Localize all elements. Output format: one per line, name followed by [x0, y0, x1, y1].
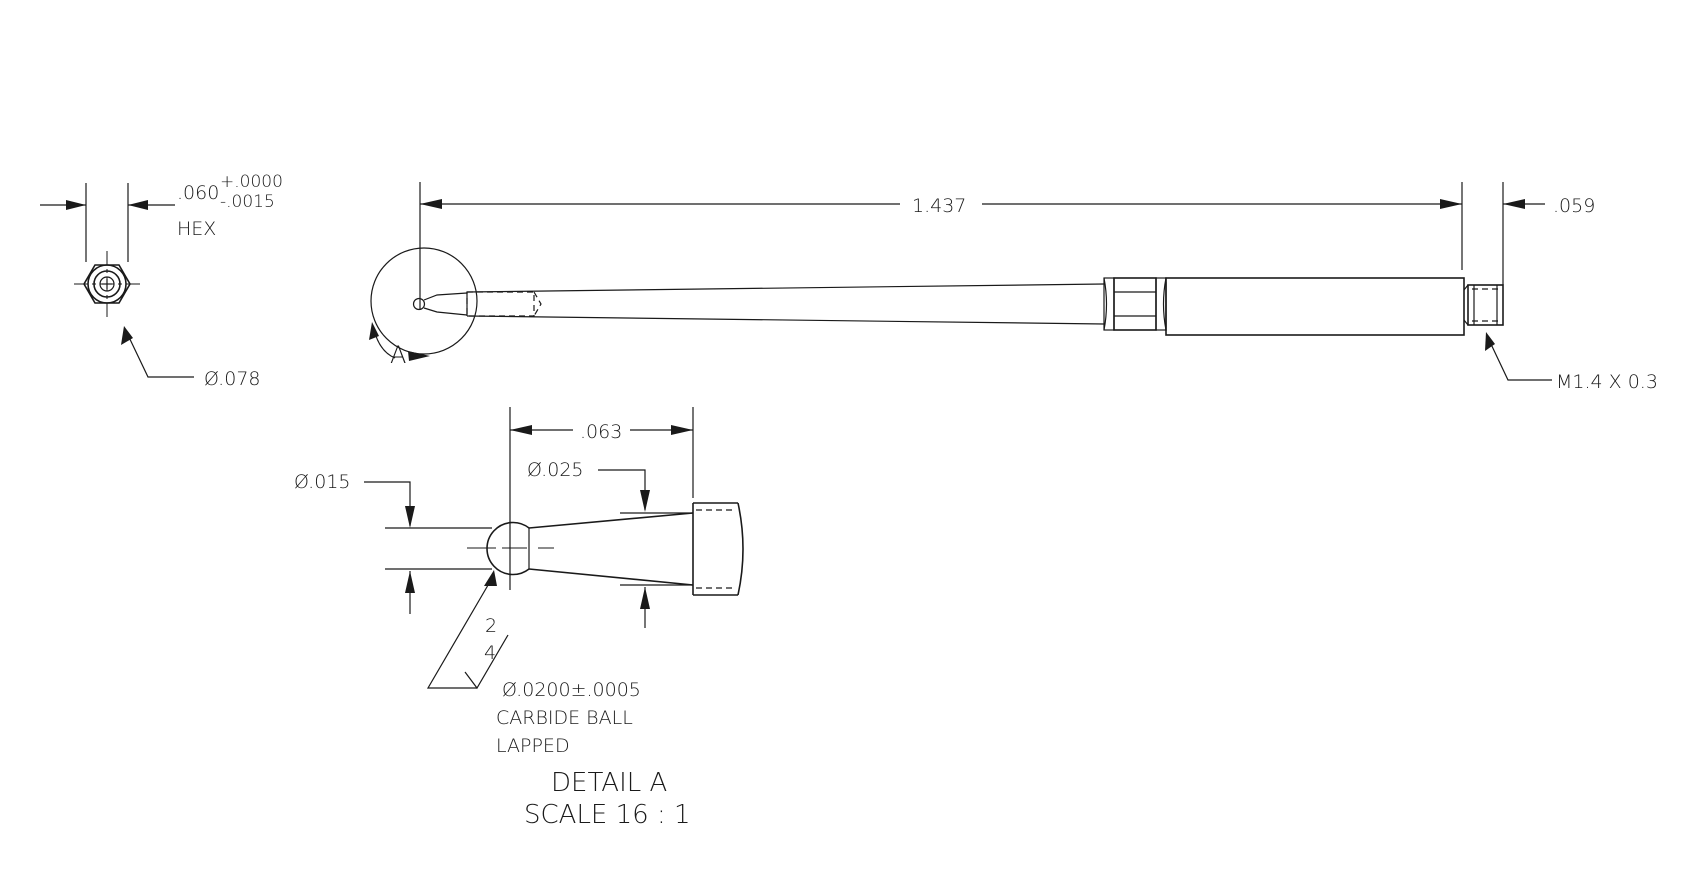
detail-label: A [390, 341, 406, 369]
end-length-dim: .059 [1553, 195, 1595, 217]
ball-finish-note: LAPPED [496, 735, 570, 757]
arrowhead [66, 200, 86, 210]
neck-bottom-edge [528, 568, 694, 586]
threaded-end [1467, 284, 1504, 326]
arrowhead [405, 571, 415, 593]
finish-symbol [464, 634, 509, 690]
arrowhead [510, 425, 532, 435]
side-view: 1.437 .059 A [369, 182, 1658, 393]
diameter-dim: Ø.078 [204, 368, 261, 390]
neck-bottom [423, 307, 468, 316]
end-view: .060 +.0000 -.0015 HEX Ø.078 [40, 172, 283, 390]
stem-dim-leader [364, 481, 411, 526]
ball-tip [412, 297, 426, 311]
detail-circle [370, 247, 478, 355]
ball-spec-leader [426, 579, 492, 689]
arrowhead [128, 200, 148, 210]
shaft-bottom [466, 315, 1105, 325]
arrowhead [484, 570, 497, 586]
arrowhead [1503, 199, 1525, 209]
finish-value-top: 2 [485, 615, 497, 637]
hex-width-tol-plus: +.0000 [220, 172, 283, 192]
hex-curve [1103, 277, 1108, 331]
shaft-top [466, 283, 1105, 293]
arrowhead [640, 587, 650, 609]
detail-view: .063 Ø.025 Ø.015 [294, 407, 744, 830]
arrowhead [640, 490, 650, 512]
neck-top-edge [528, 512, 694, 529]
thread-chamfer [1463, 284, 1469, 291]
arrowhead [121, 326, 133, 345]
hex-width-dim: .060 [177, 182, 219, 204]
hex-width-tol-minus: -.0015 [220, 192, 275, 212]
arrowhead [408, 351, 430, 361]
body-cylinder [1165, 277, 1465, 336]
carbide-ball [486, 521, 530, 576]
neck-top [423, 292, 468, 301]
ball-material-note: CARBIDE BALL [496, 707, 633, 729]
neck-diameter-dim: Ø.025 [527, 459, 584, 481]
arrowhead [1485, 332, 1495, 351]
detail-scale: SCALE 16 : 1 [524, 800, 691, 830]
ball-spec-dim: Ø.0200±.0005 [502, 679, 641, 701]
thread-leader [1489, 341, 1552, 381]
thread-callout: M1.4 X 0.3 [1556, 371, 1658, 393]
detail-title: DETAIL A [551, 768, 667, 798]
hex-body [1113, 277, 1157, 331]
overall-length-dim: 1.437 [912, 195, 966, 217]
diameter-leader [126, 332, 194, 378]
arrowhead [405, 506, 415, 528]
stem-diameter-dim: Ø.015 [294, 471, 351, 493]
hex-label: HEX [177, 218, 216, 240]
hidden-bore-tip [533, 291, 542, 317]
arrowhead [1440, 199, 1462, 209]
arrowhead [671, 425, 693, 435]
arrowhead [369, 322, 379, 340]
break-line [737, 502, 744, 596]
arrowhead [420, 199, 442, 209]
neck-dim-leader [598, 469, 646, 510]
finish-value-bottom: 4 [484, 642, 496, 664]
thread-chamfer [1463, 319, 1469, 326]
ball-offset-dim: .063 [580, 421, 622, 443]
